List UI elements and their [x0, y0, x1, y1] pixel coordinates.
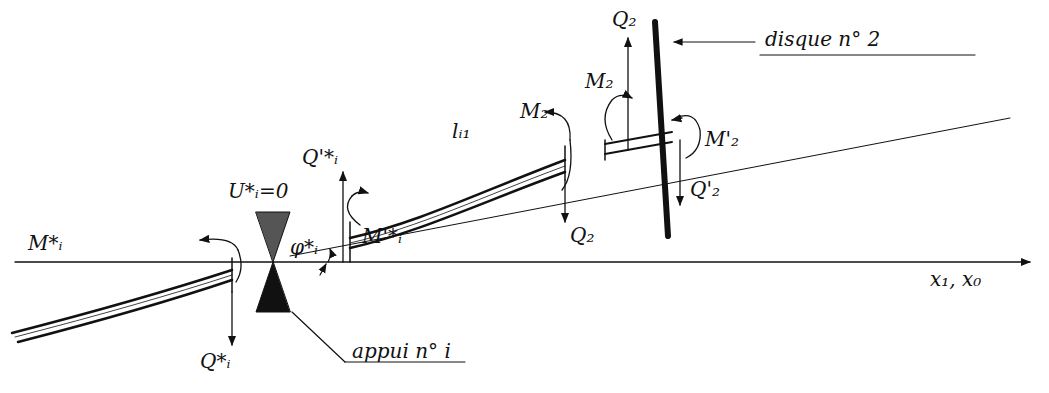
- axis-label: x₁, x₀: [930, 268, 981, 290]
- part-name: appui n° i: [352, 340, 451, 362]
- moment-label: M'₂: [705, 128, 739, 150]
- angle-label: φ*ᵢ: [290, 236, 318, 258]
- moment-label: M*ᵢ: [28, 232, 63, 254]
- moment-label: M₂: [585, 70, 614, 92]
- length-label: lᵢ₁: [452, 120, 470, 142]
- moment-label: M'*ᵢ: [362, 225, 402, 247]
- force-label: Q₂: [612, 8, 636, 30]
- force-label: Q*ᵢ: [200, 350, 230, 372]
- force-label: Q₂: [570, 224, 594, 246]
- force-label: Q'*ᵢ: [302, 146, 338, 168]
- displacement-label: U*ᵢ=0: [228, 180, 288, 202]
- part-name: disque n° 2: [765, 28, 880, 50]
- moment-label: M₂: [520, 100, 549, 122]
- force-label: Q'₂: [690, 178, 720, 200]
